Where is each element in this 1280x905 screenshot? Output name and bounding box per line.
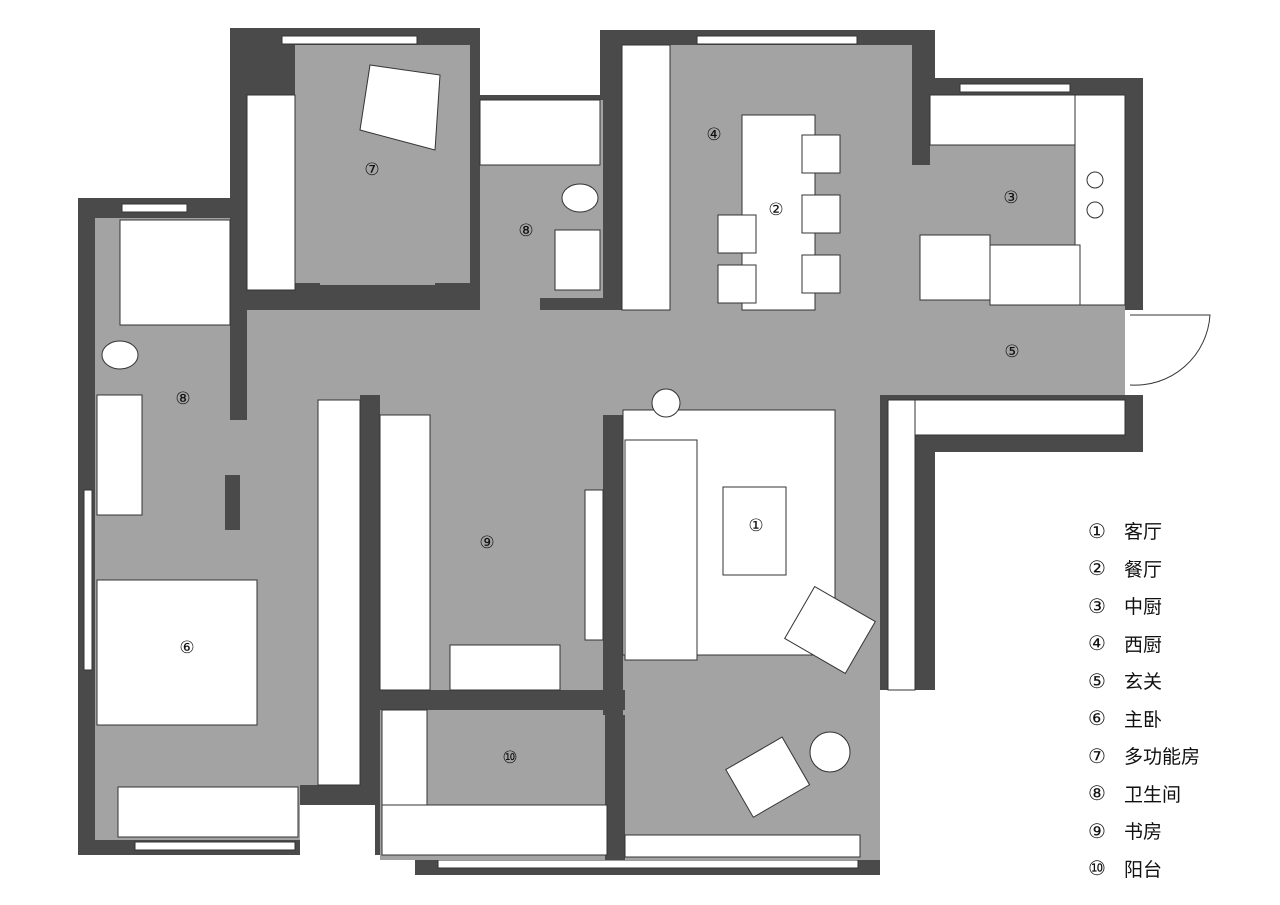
legend-label: 西厨 xyxy=(1124,633,1163,656)
wardrobe xyxy=(246,94,296,291)
toilet-icon xyxy=(101,340,139,370)
legend-label: 中厨 xyxy=(1124,596,1163,619)
window xyxy=(121,203,188,213)
toilet-icon xyxy=(561,183,599,213)
legend-number: ⑥ xyxy=(1088,706,1106,731)
window xyxy=(83,489,93,671)
stove-icon xyxy=(1086,201,1104,219)
legend-item: ④ 西厨 xyxy=(1088,625,1200,663)
legend-number: ⑦ xyxy=(1088,743,1106,768)
desk-icon xyxy=(449,644,561,691)
counter xyxy=(621,44,671,311)
stove-icon xyxy=(1086,171,1104,189)
wall-shelf xyxy=(584,489,604,641)
room-label-western-kitchen: ④ xyxy=(706,125,721,145)
legend-number: ② xyxy=(1088,556,1106,581)
window xyxy=(437,859,859,869)
interior-walls xyxy=(225,80,930,860)
washer-icon xyxy=(381,709,428,806)
washer-icon xyxy=(119,219,231,326)
entry-door-icon xyxy=(1129,314,1211,386)
room-label-bath-top: ⑧ xyxy=(518,221,533,241)
kitchen-counter xyxy=(929,94,1081,146)
legend-number: ① xyxy=(1088,518,1106,543)
legend-number: ④ xyxy=(1088,631,1106,656)
legend-item: ③ 中厨 xyxy=(1088,587,1200,625)
room-label-living: ① xyxy=(748,516,763,536)
armchair-icon xyxy=(725,736,811,818)
legend-label: 主卧 xyxy=(1124,708,1163,731)
balcony-seating xyxy=(117,786,299,838)
corridor-floor xyxy=(245,310,1125,395)
balcony-cabinet xyxy=(624,834,861,858)
window xyxy=(959,83,1071,93)
room-label-bath-left: ⑧ xyxy=(175,389,190,409)
chair-icon xyxy=(717,264,757,304)
legend-item: ⑧ 卫生间 xyxy=(1088,775,1200,813)
bathtub-icon xyxy=(479,99,601,166)
legend-number: ⑨ xyxy=(1088,818,1106,843)
sofa-icon xyxy=(624,439,698,661)
room-label-dining: ② xyxy=(768,200,783,220)
chair-icon xyxy=(801,134,841,174)
window xyxy=(281,35,418,45)
coffee-table-icon xyxy=(722,486,787,576)
armchair-icon xyxy=(784,585,876,675)
legend-label: 客厅 xyxy=(1124,521,1163,544)
legend-number: ⑩ xyxy=(1088,856,1106,881)
chair-icon xyxy=(801,194,841,234)
kitchen-counter xyxy=(1074,94,1126,306)
balcony-cabinet xyxy=(381,804,608,856)
legend-number: ③ xyxy=(1088,593,1106,618)
legend-item: ① 客厅 xyxy=(1088,512,1200,550)
tv-cabinet xyxy=(887,399,916,691)
room-label-study: ⑨ xyxy=(479,533,494,553)
vanity-icon xyxy=(96,394,143,516)
legend-item: ⑨ 书房 xyxy=(1088,812,1200,850)
legend-label: 书房 xyxy=(1124,821,1163,844)
legend-label: 玄关 xyxy=(1124,671,1163,694)
legend-item: ⑤ 玄关 xyxy=(1088,662,1200,700)
armchair-icon xyxy=(919,234,991,301)
shoe-cabinet xyxy=(914,399,1126,436)
pillow-icon xyxy=(359,64,441,151)
floor-lamp-icon xyxy=(651,388,681,418)
room-label-multi-room: ⑦ xyxy=(364,160,379,180)
furniture xyxy=(96,44,1126,858)
sink-icon xyxy=(554,229,601,291)
legend-label: 卫生间 xyxy=(1124,783,1182,806)
legend-item: ⑥ 主卧 xyxy=(1088,700,1200,738)
room-label-entrance: ⑤ xyxy=(1004,342,1019,362)
kitchen-counter xyxy=(989,244,1081,306)
room-label-balcony: ⑩ xyxy=(502,748,517,768)
legend-number: ⑧ xyxy=(1088,781,1106,806)
side-table-icon xyxy=(809,731,851,773)
window xyxy=(134,841,296,851)
legend-label: 阳台 xyxy=(1124,858,1163,881)
legend: ① 客厅 ② 餐厅 ③ 中厨 ④ 西厨 ⑤ 玄关 ⑥ 主卧 ⑦ 多功能房 ⑧ 卫生间 ⑨ 书房 ⑩… xyxy=(1088,512,1200,887)
chair-icon xyxy=(717,214,757,254)
bed-icon xyxy=(96,579,258,726)
room-label-chinese-kitchen: ③ xyxy=(1003,188,1018,208)
chair-icon xyxy=(801,254,841,294)
room-label-master-bedroom: ⑥ xyxy=(179,638,194,658)
legend-label: 餐厅 xyxy=(1124,558,1163,581)
legend-item: ⑦ 多功能房 xyxy=(1088,737,1200,775)
window xyxy=(696,35,858,45)
legend-item: ② 餐厅 xyxy=(1088,550,1200,588)
legend-label: 多功能房 xyxy=(1124,746,1201,769)
bookshelf xyxy=(379,414,431,691)
wardrobe xyxy=(317,399,361,786)
legend-item: ⑩ 阳台 xyxy=(1088,850,1200,888)
legend-number: ⑤ xyxy=(1088,668,1106,693)
